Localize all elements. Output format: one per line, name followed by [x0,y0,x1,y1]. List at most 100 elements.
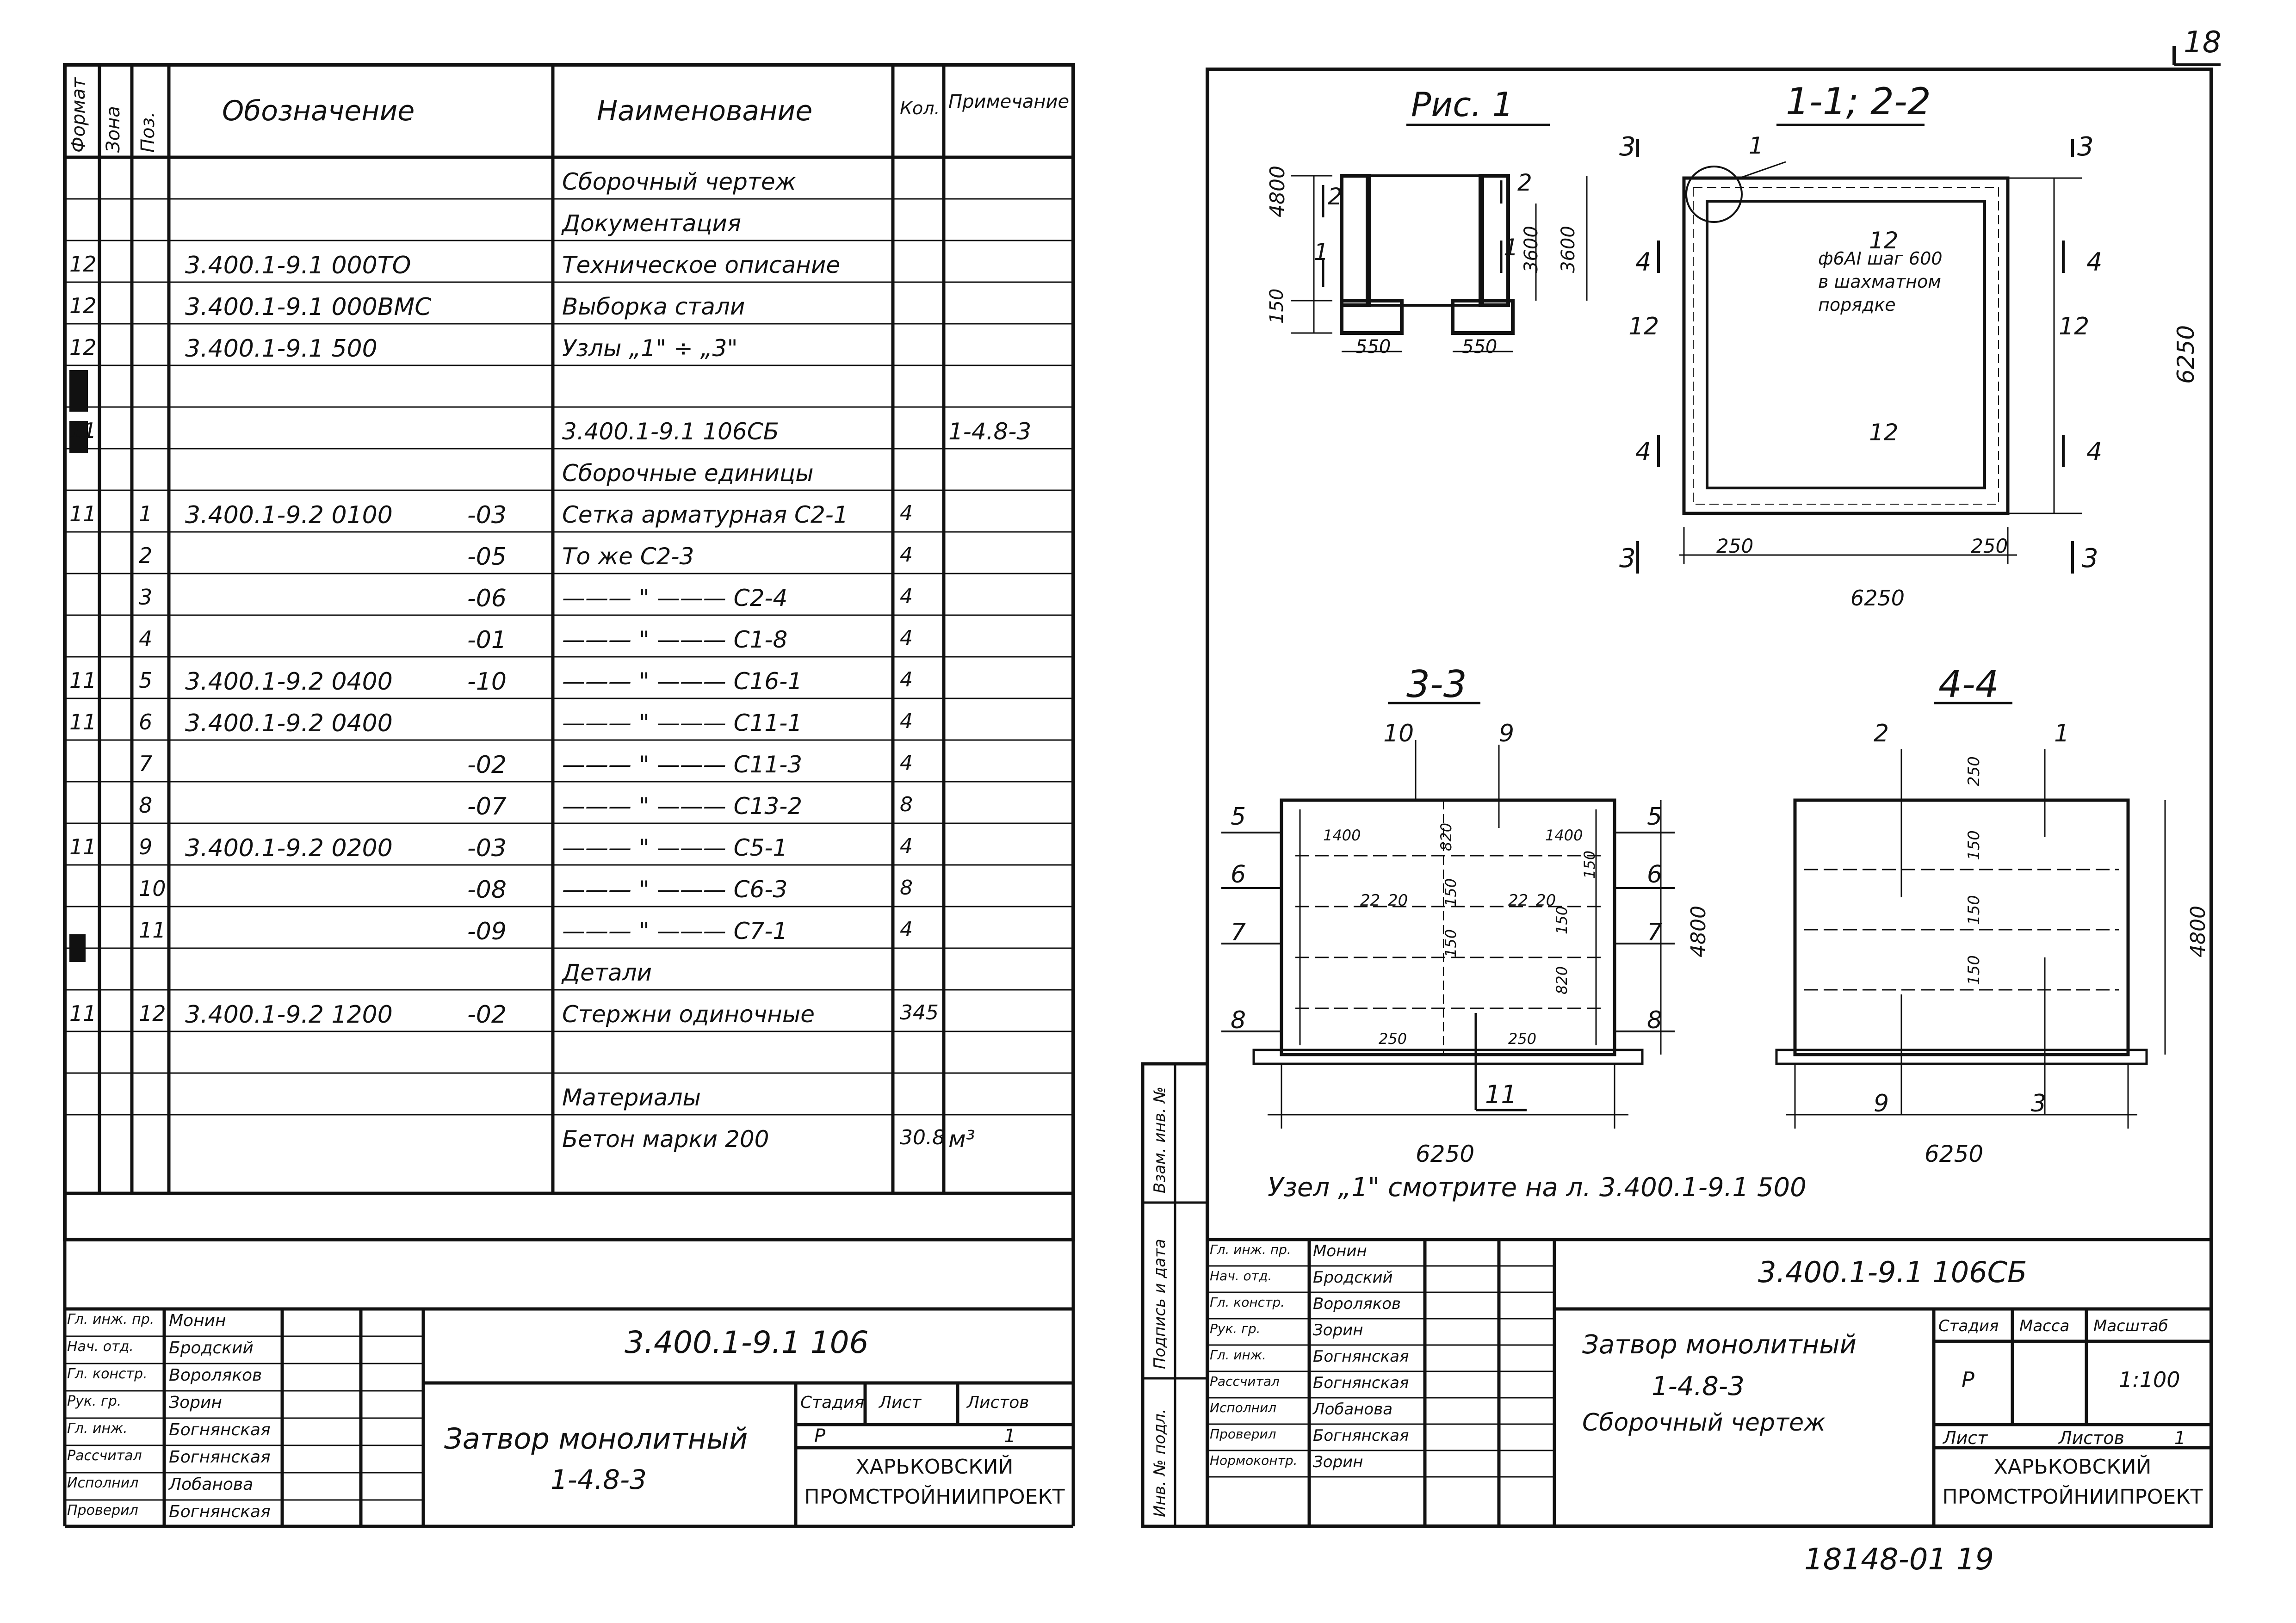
sec12-note3: порядке [1818,295,1896,315]
dimension-label: 1400 [1545,827,1583,844]
title-block-name: Богнянская [169,1448,271,1467]
sec33-title: 3-3 [1406,663,1467,706]
left-sheet-label: Лист [879,1393,922,1412]
title-block-name: Лобанова [169,1475,254,1494]
spec-cell-pos: 11 [139,918,166,943]
dimension-label: 5 [1231,803,1246,831]
spec-cell-qty: 30.8 [900,1126,945,1149]
spec-cell-suffix: -02 [467,1001,507,1029]
title-block-name: Зорин [1313,1453,1363,1471]
right-title-block-rows [1207,1265,1554,1478]
dimension-label: 2 [1517,169,1532,196]
dimension-label: 7 [1231,919,1246,946]
sec44-drawing [1775,702,2166,1129]
right-mass-label: Масса [2019,1317,2070,1335]
spec-cell-suffix: -02 [467,751,507,779]
side-label-signature: Подпись и дата [1151,1239,1169,1369]
spec-cell-name: ——— " ——— С5-1 [562,834,788,861]
spec-cell-name: ——— " ——— С7-1 [562,918,788,944]
spec-cell-format: 11 [69,710,97,734]
dimension-label: 12 [1628,313,1659,340]
dimension-label: 6 [1231,861,1246,889]
sec12-note1: ф6АI шаг 600 [1818,248,1943,269]
title-block-role: Исполнил [67,1475,139,1491]
spec-cell-qty: 4 [900,501,913,525]
title-block-role: Нач. отд. [67,1339,134,1355]
spec-columns [98,65,946,1193]
spec-cell-name: Материалы [562,1084,701,1111]
dimension-label: 4 [2086,437,2103,466]
sec12-note2: в шахматном [1818,272,1941,292]
title-block-role: Гл. инж. пр. [1210,1242,1291,1257]
spec-cell-suffix: -03 [467,834,507,862]
title-block-name: Вороляков [169,1366,262,1385]
spec-cell-name: ——— " ——— С16-1 [562,668,803,695]
title-block-role: Гл. констр. [67,1366,148,1382]
spec-cell-pos: 1 [139,501,153,526]
dimension-label: 250 [1965,756,1983,786]
fig1-drawing [1291,123,1588,352]
spec-cell-name: Сборочный чертеж [562,168,796,195]
dimension-label: 820 [1437,822,1455,851]
title-block-name: Богнянская [1313,1426,1409,1445]
spec-cell-name: Стержни одиночные [562,1001,815,1028]
spec-cell-pos: 7 [139,751,153,776]
left-title-line1: Затвор монолитный [444,1422,748,1456]
dimension-label: 3 [1619,543,1636,574]
dimension-label: 3 [2031,1090,2047,1117]
dimension-label: 22 [1508,891,1529,910]
title-block-role: Рассчитал [1210,1374,1280,1389]
spec-cell-qty: 4 [900,668,913,691]
spec-cell-name: ——— " ——— С2-4 [562,585,788,611]
title-block-name: Монин [1313,1242,1367,1260]
title-block-name: Бродский [1313,1268,1393,1287]
right-org-line2: ПРОМСТРОЙНИИПРОЕКТ [1942,1485,2203,1509]
spec-cell-designation: 3.400.1-9.2 0400 [185,668,393,696]
spec-cell-qty: 4 [900,918,913,941]
dimension-label: 22 [1360,891,1380,910]
dimension-label: 820 [1553,966,1571,994]
spec-cell-designation: 3.400.1-9.1 000ВМС [185,293,432,321]
dimension-label: 250 [1971,535,2008,557]
spec-cell-suffix: -08 [467,876,507,904]
sec12-drawing [1636,123,2082,574]
spec-cell-format: 11 [69,668,97,693]
dimension-label: 250 [1379,1030,1407,1048]
title-block-name: Бродский [169,1339,254,1358]
title-block-role: Гл. инж. [67,1420,128,1437]
spec-cell-designation: 3.400.1-9.1 500 [185,335,378,363]
title-block-role: Гл. инж. пр. [67,1311,155,1327]
spec-header-note: Примечание [948,91,1070,112]
dimension-label: 6 [1647,861,1663,889]
left-org-line1: ХАРЬКОВСКИЙ [855,1455,1014,1479]
spec-cell-suffix: -03 [467,501,507,529]
format-mark [69,370,88,412]
dimension-label: 1 [2054,720,2070,747]
title-block-name: Богнянская [1313,1374,1409,1392]
page-number: 18 [2184,25,2222,60]
right-sheets-value: 1 [2174,1428,2186,1448]
left-sheets-label: Листов [967,1393,1029,1412]
spec-cell-name: Узлы „1" ÷ „3" [562,335,738,362]
left-title-line2: 1-4.8-3 [551,1464,647,1495]
spec-cell-format: 11 [69,418,97,443]
dimension-label: 4800 [1266,166,1289,217]
spec-cell-qty: 4 [900,751,913,775]
dimension-label: 3 [1619,132,1636,162]
title-block-role: Исполнил [1210,1400,1277,1415]
dimension-label: 250 [1508,1030,1537,1048]
spec-cell-qty: 4 [900,834,913,858]
spec-cell-note: м³ [948,1126,975,1153]
dimension-label: 150 [1442,878,1460,907]
sec44-title: 4-4 [1938,663,1999,706]
spec-cell-format: 12 [69,293,97,318]
dimension-label: 4800 [1687,906,1710,957]
title-block-role: Гл. инж. [1210,1347,1266,1363]
title-block-name: Монин [169,1311,226,1330]
spec-cell-name: 3.400.1-9.1 106СБ [562,418,779,445]
dimension-label: 150 [1965,895,1983,925]
dimension-label: 3600 [1558,226,1579,273]
spec-cell-name: ——— " ——— С11-1 [562,710,803,736]
dimension-label: 150 [1581,850,1598,879]
spec-cell-name: ——— " ——— С13-2 [562,793,803,820]
